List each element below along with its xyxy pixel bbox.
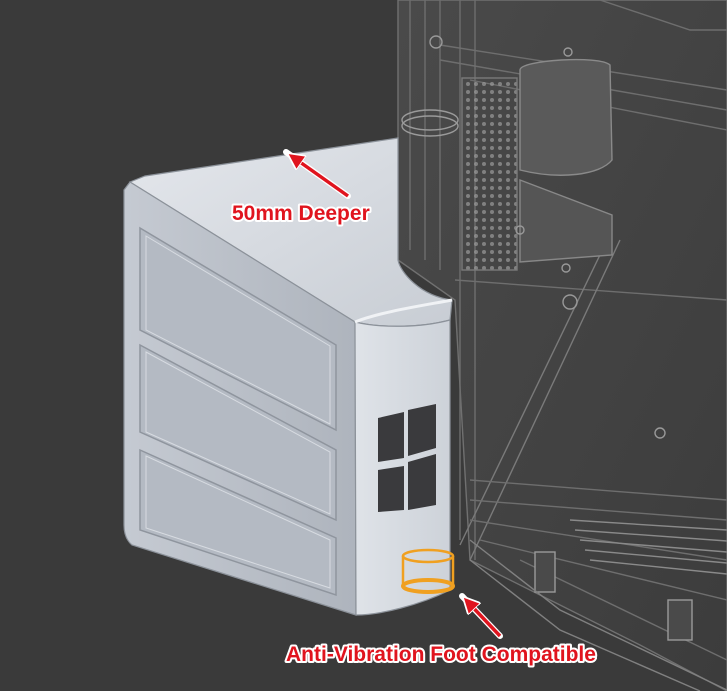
recessed-panel-1 [139,226,337,432]
screw [562,294,578,310]
grommet-ring [401,109,459,131]
recessed-panel-3 [139,448,337,597]
foot-label: Anti-Vibration Foot Compatible [286,643,596,666]
four-pane-window-icon [378,404,436,512]
depth-label: 50mm Deeper [232,202,370,225]
chassis-foot [667,599,693,641]
chassis-foot [534,551,556,593]
depth-extension-module [123,137,453,616]
depth-callout: 50mm Deeper [230,149,372,227]
cable-cutout [519,58,613,176]
screw [429,35,443,49]
screw [563,47,573,57]
screw [561,263,571,273]
perforated-vent [461,77,518,271]
screw [515,225,525,235]
recessed-panel-2 [139,343,337,522]
foot-ring-icon [401,548,455,594]
bottom-grille [569,519,727,575]
foot-callout: Anti-Vibration Foot Compatible [284,593,598,668]
pc-chassis [397,0,727,691]
screw [654,427,666,439]
